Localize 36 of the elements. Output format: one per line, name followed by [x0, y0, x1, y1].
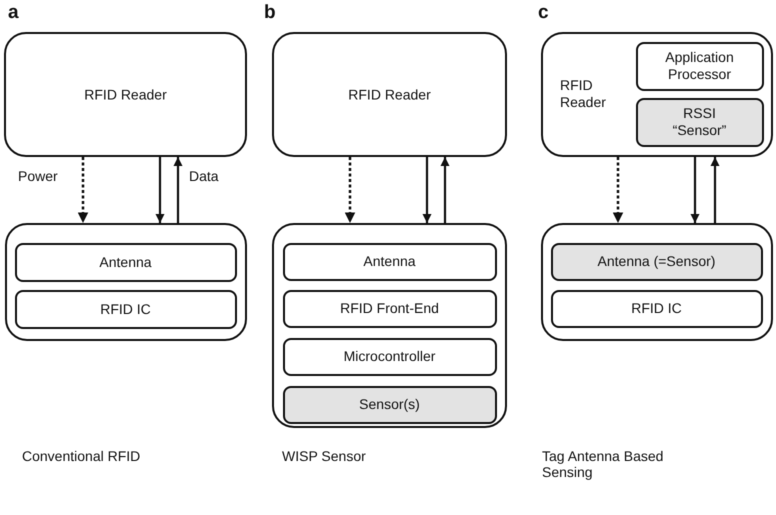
box-label: RFID Reader: [560, 77, 607, 111]
panel-caption: Conventional RFID: [22, 448, 142, 464]
box-label: RFID Reader: [83, 86, 168, 103]
panel-caption: WISP Sensor: [282, 448, 367, 464]
panel-caption: Tag Antenna Based Sensing: [542, 448, 664, 480]
reader-box: [4, 32, 247, 157]
arrow: [173, 157, 183, 223]
arrow: [440, 157, 450, 223]
component-box: RFID Front-End: [282, 290, 496, 328]
panel-letter: b: [264, 2, 276, 24]
component-box: Sensor(s): [282, 386, 496, 424]
tag-box: [541, 223, 773, 341]
dotted-arrow: [344, 157, 356, 223]
dotted-arrow: [612, 157, 624, 223]
arrow: [710, 157, 720, 223]
tag-box: [5, 223, 247, 341]
panel-letter: c: [538, 2, 549, 24]
edge-label: Power: [17, 168, 59, 184]
tag-box: [272, 223, 507, 428]
box-label: RFID Reader: [347, 86, 432, 103]
component-box: Antenna: [282, 242, 496, 280]
edge-label: Data: [188, 168, 220, 184]
reader-box: [272, 32, 507, 157]
component-box: Antenna: [14, 242, 236, 282]
component-box: Application Processor: [636, 42, 764, 90]
arrow: [422, 157, 432, 223]
component-box: RSSI “Sensor”: [636, 98, 764, 146]
component-box: Antenna (=Sensor): [550, 242, 762, 280]
arrow: [155, 157, 165, 223]
component-box: Microcontroller: [282, 338, 496, 376]
dotted-arrow: [78, 157, 88, 223]
arrow: [690, 157, 700, 223]
panel-letter: a: [8, 2, 19, 24]
component-box: RFID IC: [14, 290, 236, 328]
component-box: RFID IC: [550, 290, 762, 328]
reader-box: [541, 32, 773, 157]
